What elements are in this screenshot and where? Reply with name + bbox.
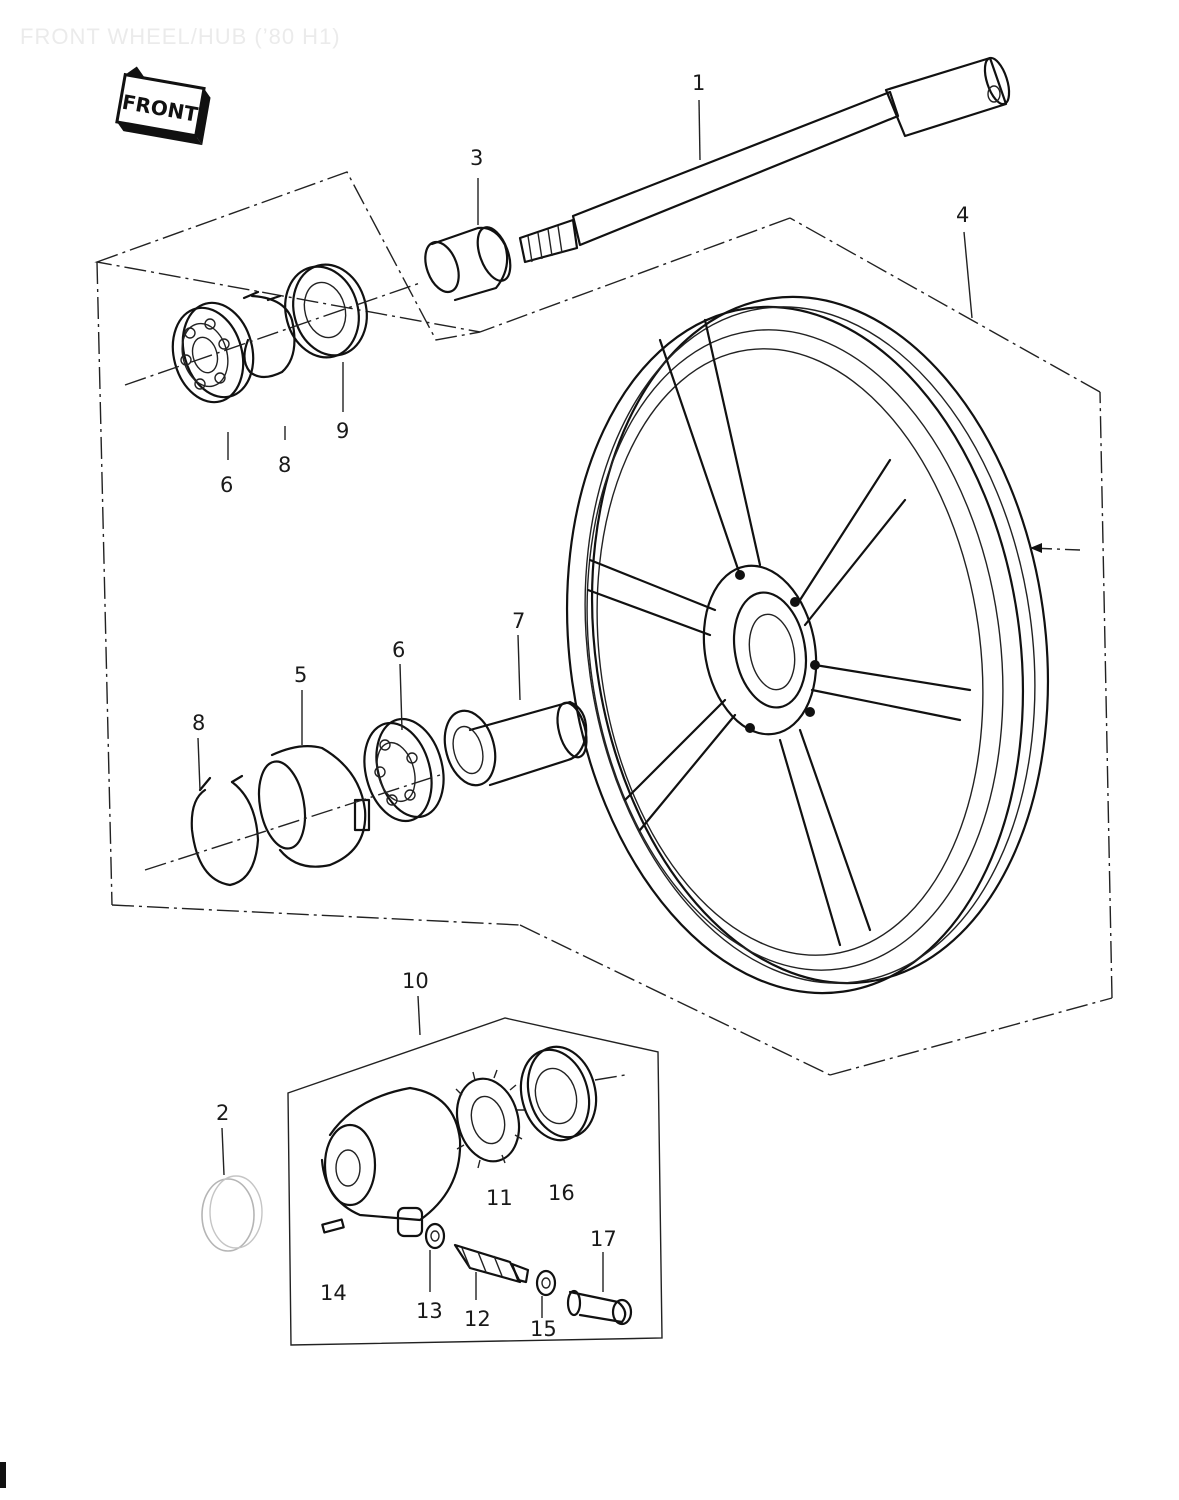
speedometer-pinion-gear <box>453 1243 530 1284</box>
pinion-bushing <box>566 1289 633 1326</box>
diagram-title: FRONT WHEEL/HUB (’80 H1) <box>20 24 341 49</box>
lower-oil-seal <box>443 709 497 787</box>
lower-ball-bearing <box>363 717 445 823</box>
hub-distance-collar <box>468 700 588 787</box>
speedometer-gear-housing-stop <box>257 745 371 868</box>
front-axle <box>518 56 1011 264</box>
callout-7: 7 <box>512 609 525 633</box>
upper-oil-seal <box>284 263 368 359</box>
callout-17: 17 <box>590 1227 617 1251</box>
speedometer-gearbox-group-outline <box>287 1017 663 1346</box>
callout-4: 4 <box>956 203 969 227</box>
page-edge-mark <box>0 1462 6 1488</box>
gearbox-oil-seal <box>519 1045 598 1142</box>
cast-wheel <box>565 295 1050 995</box>
callout-3: 3 <box>470 146 483 170</box>
callout-10: 10 <box>402 969 429 993</box>
upper-bearing-group-outline <box>94 171 481 341</box>
callout-6-lower: 6 <box>392 638 405 662</box>
speedometer-gearbox-housing <box>320 1086 462 1238</box>
callout-14: 14 <box>320 1281 347 1305</box>
callout-16: 16 <box>548 1181 575 1205</box>
callout-8-lower: 8 <box>192 711 205 735</box>
axle-cap <box>201 1175 263 1252</box>
axle-collar <box>424 226 512 302</box>
lower-circlip <box>190 780 260 887</box>
front-direction-badge: FRONT <box>115 66 211 146</box>
callout-8-upper: 8 <box>278 453 291 477</box>
callout-9: 9 <box>336 419 349 443</box>
upper-ball-bearing <box>171 301 255 404</box>
callout-1: 1 <box>692 71 705 95</box>
callout-2: 2 <box>216 1101 229 1125</box>
callout-13: 13 <box>416 1299 443 1323</box>
callout-12: 12 <box>464 1307 491 1331</box>
gearbox-pin <box>321 1218 345 1234</box>
callout-5: 5 <box>294 663 307 687</box>
callout-11: 11 <box>486 1186 513 1210</box>
pinion-washer-13 <box>424 1222 446 1250</box>
pinion-washer-15 <box>535 1269 557 1297</box>
callout-6-upper: 6 <box>220 473 233 497</box>
callout-15: 15 <box>530 1317 557 1341</box>
speedometer-drive-gear <box>455 1069 525 1169</box>
